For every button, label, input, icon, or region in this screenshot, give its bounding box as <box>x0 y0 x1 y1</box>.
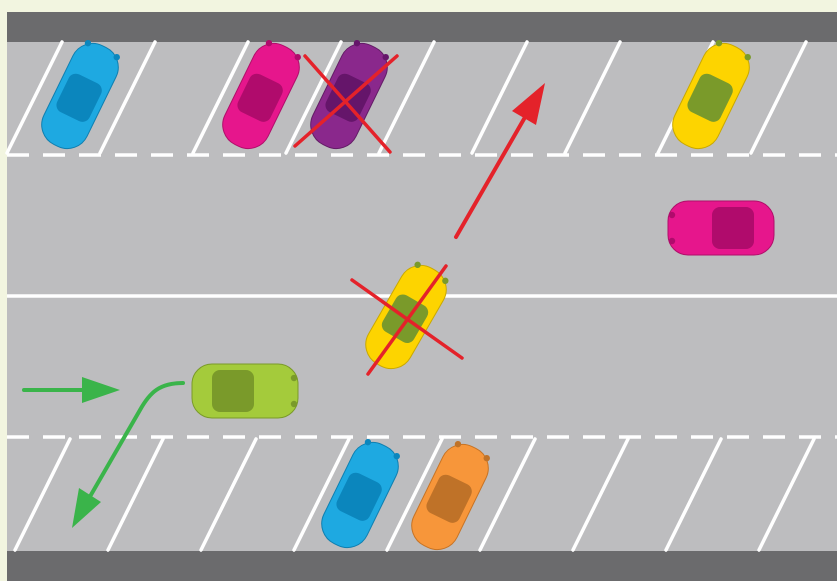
car-magenta-top <box>222 39 301 150</box>
car-green-road <box>191 363 299 419</box>
cross-out-yellow-car <box>350 264 464 376</box>
stall-line <box>284 40 343 155</box>
car-yellow-top-right <box>672 39 751 150</box>
stall-line <box>571 437 630 552</box>
stall-line <box>749 40 808 155</box>
stall-line <box>377 40 436 155</box>
green-turn-head <box>72 488 101 528</box>
green-direction-arrow <box>22 377 120 403</box>
green-arrow-head <box>82 377 120 403</box>
stall-line <box>199 437 258 552</box>
stall-line <box>563 40 622 155</box>
car-blue-bottom <box>321 438 400 549</box>
green-turn-arrow <box>72 381 185 528</box>
car-magenta-road <box>667 200 775 256</box>
stall-line <box>191 40 250 155</box>
red-arrow-shaft <box>454 110 530 239</box>
bottom-curb <box>7 551 837 581</box>
car-blue-top <box>41 39 120 150</box>
stall-line <box>757 437 816 552</box>
stall-line <box>385 437 444 552</box>
cross-stroke <box>366 264 448 376</box>
bottom-stall-lines <box>13 437 816 552</box>
red-arrow-head <box>512 83 545 125</box>
stall-line <box>470 40 529 155</box>
green-turn-shaft <box>86 381 185 502</box>
stall-line <box>13 437 72 552</box>
stall-line <box>478 437 537 552</box>
red-exit-arrow <box>454 83 545 239</box>
stall-line <box>98 40 157 155</box>
stall-line <box>5 40 64 155</box>
car-orange-bottom <box>411 440 490 551</box>
top-curb <box>7 12 837 42</box>
cross-out-purple-car <box>293 54 399 154</box>
stall-line <box>292 437 351 552</box>
cross-stroke <box>303 54 392 154</box>
stall-line <box>664 437 723 552</box>
top-stall-lines <box>5 40 808 155</box>
stall-line <box>106 437 165 552</box>
